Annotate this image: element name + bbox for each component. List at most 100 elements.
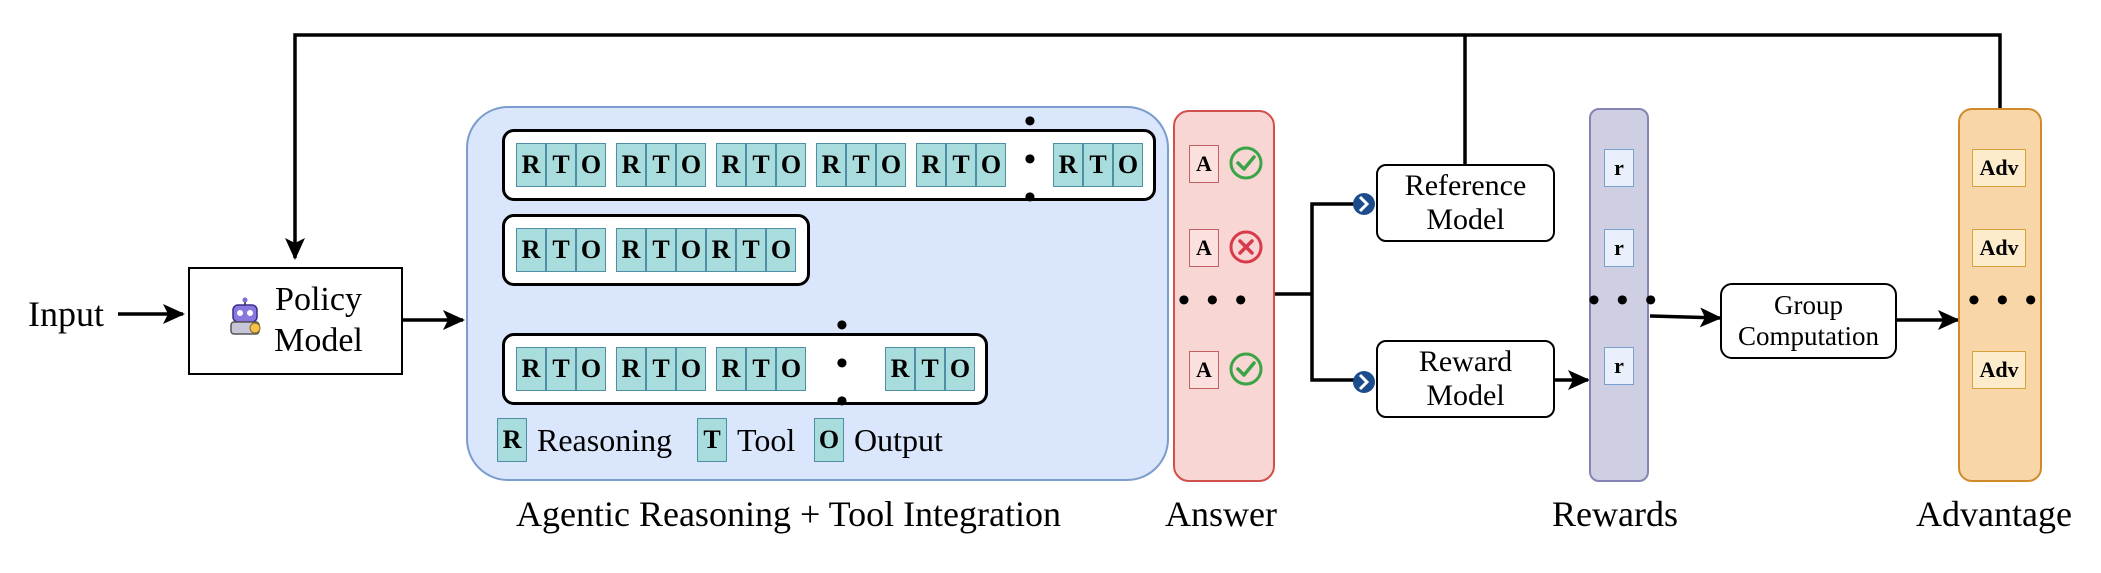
rewards-ellipsis: • • • — [1588, 282, 1661, 319]
legend-tool-swatch: T — [697, 418, 727, 462]
reasoning-token: R — [616, 228, 646, 272]
output-token: O — [676, 228, 706, 272]
input-label: Input — [28, 294, 104, 334]
advantage-item: Adv — [1972, 351, 2026, 389]
advantage-item: Adv — [1972, 149, 2026, 187]
answer-section-label: Answer — [1165, 494, 1277, 534]
reference-model-label-line1: Reference — [1404, 168, 1527, 202]
check-circle-icon — [1229, 146, 1263, 180]
reward-item: r — [1604, 229, 1634, 267]
reasoning-token: R — [716, 143, 746, 187]
reward-model-label-line2: Model — [1426, 379, 1505, 412]
tool-token: T — [546, 228, 576, 272]
reasoning-token: R — [885, 347, 915, 391]
policy-model-box: Policy Model — [188, 267, 403, 375]
rewards-section-label: Rewards — [1552, 494, 1678, 534]
reasoning-token: R — [1053, 143, 1083, 187]
reasoning-token: R — [916, 143, 946, 187]
answer-branch-line — [1275, 202, 1365, 382]
group-computation-label-line2: Computation — [1738, 321, 1879, 351]
output-token: O — [576, 228, 606, 272]
reward-model-box: Reward Model — [1376, 340, 1555, 418]
answer-ellipsis: • • • — [1178, 282, 1251, 319]
policy-model-label-line2: Model — [274, 322, 363, 359]
connector-dot-reward — [1353, 371, 1375, 393]
legend-reasoning-swatch: R — [497, 418, 527, 462]
tool-token: T — [846, 143, 876, 187]
legend-tool: T Tool — [697, 418, 795, 462]
feedback-loop-line — [285, 33, 2002, 260]
output-token: O — [576, 347, 606, 391]
reasoning-token: R — [516, 143, 546, 187]
reference-model-box: Reference Model — [1376, 164, 1555, 242]
connector-dot-reference — [1353, 193, 1375, 215]
tool-token: T — [546, 347, 576, 391]
tool-token: T — [946, 143, 976, 187]
output-token: O — [676, 347, 706, 391]
output-token: O — [576, 143, 606, 187]
group-computation-label-line1: Group — [1774, 289, 1843, 320]
output-token: O — [676, 143, 706, 187]
output-token: O — [876, 143, 906, 187]
reward-item: r — [1604, 347, 1634, 385]
check-circle-icon — [1229, 352, 1263, 386]
robot-icon — [228, 297, 262, 346]
legend-reasoning: R Reasoning — [497, 418, 672, 462]
reasoning-token: R — [816, 143, 846, 187]
reference-model-label-line2: Model — [1426, 203, 1505, 236]
output-token: O — [1113, 143, 1143, 187]
output-token: O — [766, 228, 796, 272]
tool-token: T — [746, 347, 776, 391]
reasoning-token: R — [516, 347, 546, 391]
reward-model-label-line1: Reward — [1418, 344, 1513, 378]
tool-token: T — [736, 228, 766, 272]
tool-token: T — [1083, 143, 1113, 187]
advantage-item: Adv — [1972, 229, 2026, 267]
reasoning-token: R — [706, 228, 736, 272]
agentic-section-label: Agentic Reasoning + Tool Integration — [516, 494, 1062, 534]
reasoning-token: R — [616, 143, 646, 187]
group-computation-box: Group Computation — [1720, 283, 1897, 359]
output-token: O — [945, 347, 975, 391]
output-token: O — [776, 347, 806, 391]
tool-token: T — [915, 347, 945, 391]
legend-output-swatch: O — [814, 418, 844, 462]
legend-output: O Output — [814, 418, 943, 462]
tool-token: T — [646, 228, 676, 272]
row-ellipsis: • • • — [1024, 103, 1040, 216]
advantage-section-label: Advantage — [1916, 494, 2072, 534]
answer-item: A — [1189, 145, 1219, 183]
reasoning-token: R — [516, 228, 546, 272]
tool-token: T — [646, 143, 676, 187]
reward-item: r — [1604, 149, 1634, 187]
policy-model-label-line1: Policy — [275, 281, 362, 319]
tool-token: T — [646, 347, 676, 391]
output-token: O — [976, 143, 1006, 187]
tool-token: T — [546, 143, 576, 187]
legend-tool-label: Tool — [737, 421, 796, 458]
output-token: O — [776, 143, 806, 187]
tool-token: T — [746, 143, 776, 187]
legend-output-label: Output — [854, 421, 943, 458]
reasoning-token: R — [616, 347, 646, 391]
legend-reasoning-label: Reasoning — [537, 421, 673, 458]
reasoning-token: R — [716, 347, 746, 391]
